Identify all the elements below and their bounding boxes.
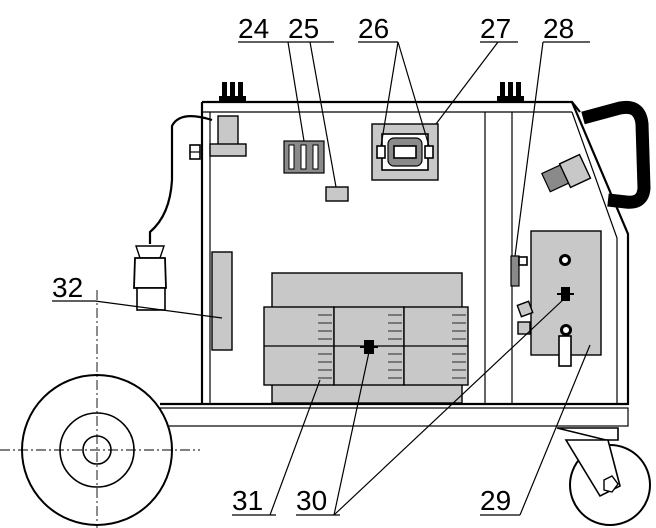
castor-wheel	[556, 427, 651, 526]
label-31: 31	[232, 485, 263, 516]
label-25: 25	[288, 13, 319, 44]
mains-cable	[133, 115, 213, 311]
label-26: 26	[358, 13, 389, 44]
carry-handle	[581, 100, 651, 209]
small-component	[325, 186, 349, 202]
label-28: 28	[543, 13, 574, 44]
switch-block	[283, 140, 325, 174]
label-27: 27	[480, 13, 511, 44]
label-30: 30	[296, 485, 327, 516]
transformer	[371, 123, 439, 181]
lifting-lug-left	[219, 82, 246, 102]
terminal-right	[557, 287, 574, 301]
side-clip	[510, 255, 528, 287]
terminal-left	[360, 340, 378, 354]
front-wheel	[0, 290, 200, 528]
lifting-lug-right	[497, 82, 524, 102]
cable-clamp	[209, 115, 247, 157]
rectifier-assembly	[263, 272, 469, 404]
leader-lines	[52, 41, 591, 516]
label-29: 29	[480, 485, 511, 516]
label-24: 24	[238, 13, 269, 44]
gas-connector	[541, 153, 592, 193]
label-32: 32	[52, 272, 83, 303]
right-panel	[516, 230, 602, 367]
side-board	[211, 251, 233, 351]
